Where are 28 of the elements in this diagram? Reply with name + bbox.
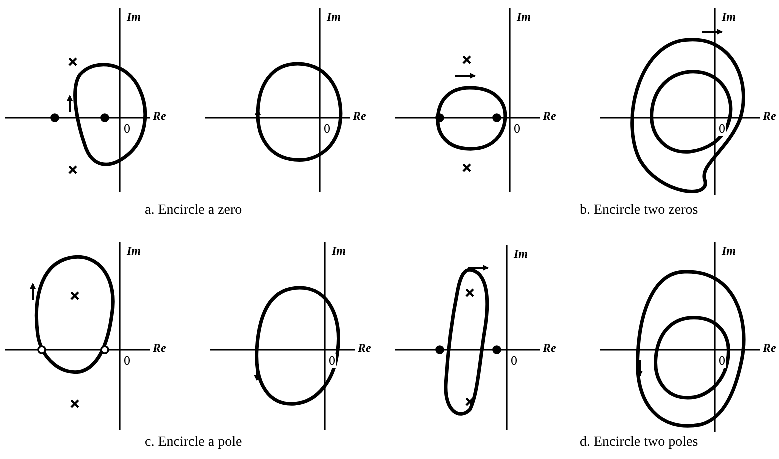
axis-label: Im	[127, 244, 142, 258]
origin-label: 0	[719, 354, 726, 368]
origin-label: 0	[719, 122, 726, 136]
axis-label: Im	[722, 10, 736, 24]
caption: a. Encircle a zero	[145, 204, 242, 218]
axis-label: Im	[722, 244, 736, 258]
axis-label: Im	[517, 10, 532, 24]
axis-label: Re	[153, 109, 166, 123]
axis-label: Im	[327, 10, 342, 24]
caption: b. Encircle two zeros	[580, 204, 698, 218]
origin-label: 0	[511, 354, 518, 368]
caption: d. Encircle two poles	[580, 436, 698, 450]
axis-label: Im	[514, 247, 528, 261]
axis-label: Im	[127, 10, 142, 24]
origin-label: 0	[329, 354, 336, 368]
axis-label: Re	[543, 109, 556, 123]
axis-label: Re	[353, 109, 366, 123]
axis-label: Im	[332, 244, 346, 258]
origin-label: 0	[124, 122, 130, 136]
caption: c. Encircle a pole	[145, 436, 242, 450]
axis-label: Re	[763, 109, 776, 123]
axis-label: Re	[543, 341, 556, 355]
origin-label: 0	[124, 354, 130, 368]
axis-label: Re	[763, 341, 776, 355]
origin-label: 0	[514, 122, 520, 136]
axis-label: Re	[358, 341, 372, 355]
origin-label: 0	[324, 122, 330, 136]
axis-label: Re	[153, 341, 166, 355]
